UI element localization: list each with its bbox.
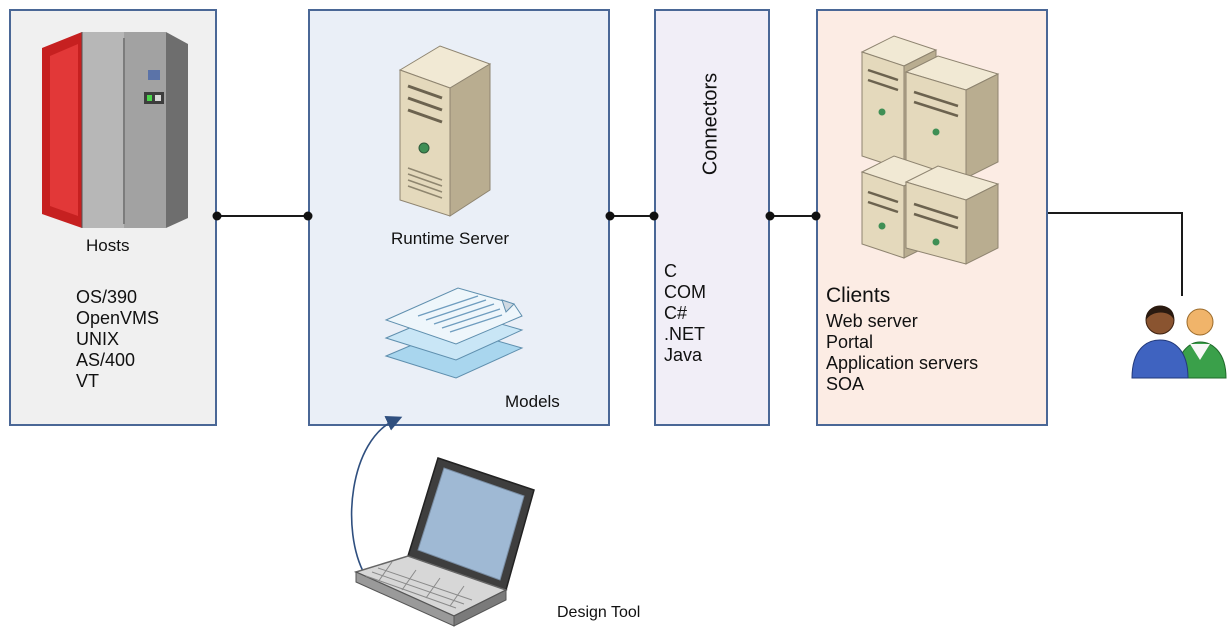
server-tower-icon — [398, 45, 492, 217]
clients-title: Clients — [826, 284, 891, 307]
design-tool-label: Design Tool — [557, 604, 641, 621]
client-item: Portal — [826, 332, 874, 352]
connector-item: C — [664, 261, 677, 281]
client-item: Application servers — [826, 353, 979, 373]
users-icon — [1131, 305, 1227, 379]
document-stack-icon — [384, 287, 524, 379]
junction-dot — [212, 211, 222, 221]
host-item: OS/390 — [76, 287, 138, 307]
server-cluster-icon — [860, 35, 1000, 265]
connector-item: Java — [664, 345, 703, 365]
host-item: AS/400 — [76, 350, 136, 370]
junction-dot — [605, 211, 615, 221]
connectors-list: C COM C# .NET Java — [664, 261, 706, 366]
hosts-title: Hosts — [86, 236, 130, 255]
junction-dot — [303, 211, 313, 221]
link-clients-users — [1048, 212, 1183, 296]
host-item: UNIX — [76, 329, 120, 349]
connectors-title: Connectors — [699, 72, 722, 176]
junction-dot — [811, 211, 821, 221]
junction-dot — [649, 211, 659, 221]
models-label: Models — [505, 392, 560, 411]
runtime-title: Runtime Server — [391, 229, 510, 248]
clients-list: Web server Portal Application servers SO… — [826, 311, 978, 395]
client-item: Web server — [826, 311, 918, 331]
host-item: VT — [76, 371, 100, 391]
deploy-arrow — [350, 415, 403, 576]
mainframe-icon — [42, 32, 188, 228]
host-item: OpenVMS — [76, 308, 160, 328]
laptop-icon — [353, 457, 535, 627]
connector-item: C# — [664, 303, 688, 323]
connector-item: COM — [664, 282, 706, 302]
client-item: SOA — [826, 374, 865, 394]
hosts-list: OS/390 OpenVMS UNIX AS/400 VT — [76, 287, 159, 392]
junction-dot — [765, 211, 775, 221]
connector-item: .NET — [664, 324, 706, 344]
